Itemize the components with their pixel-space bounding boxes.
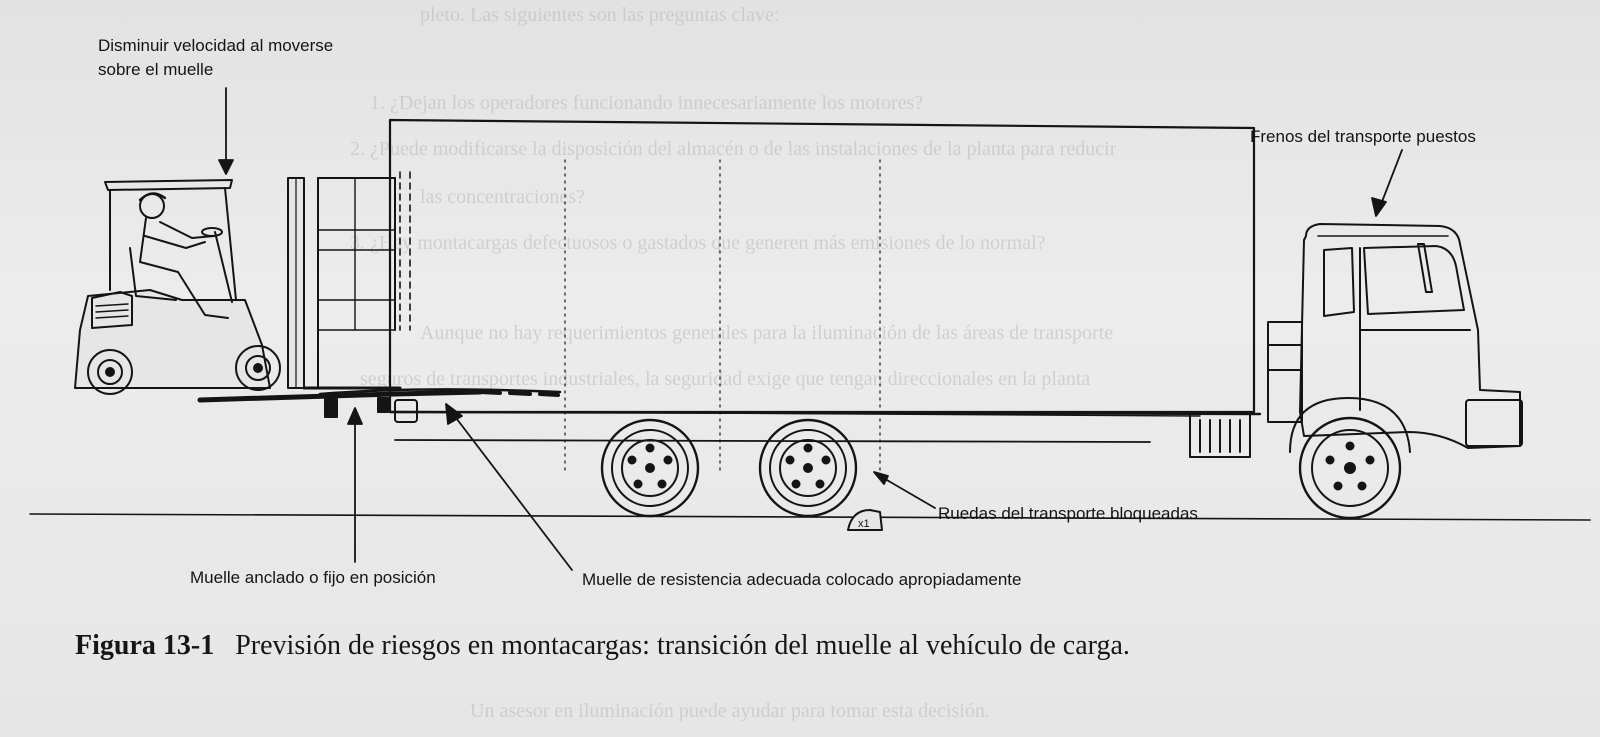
trailer-rear-wheel-1 [602, 420, 698, 516]
figure-number: Figura 13-1 [75, 630, 214, 661]
label-slow-down-text: Disminuir velocidad al moverse sobre el … [98, 36, 333, 79]
arrow-wheels [880, 476, 935, 508]
svg-text:x1: x1 [858, 518, 870, 530]
figure-caption-text: Previsión de riesgos en montacargas: tra… [235, 630, 1130, 661]
trailer-illustration: x1 [390, 120, 1260, 530]
label-anchored: Muelle anclado o fijo en posición [190, 566, 436, 590]
label-slow-down: Disminuir velocidad al moverse sobre el … [98, 34, 353, 82]
label-wheels: Ruedas del transporte bloqueadas [938, 502, 1198, 526]
trailer-rear-wheel-2 [760, 420, 856, 516]
forklift-illustration [75, 178, 400, 394]
label-brakes: Frenos del transporte puestos [1250, 125, 1476, 149]
figure-caption: Figura 13-1 Previsión de riesgos en mont… [75, 630, 1130, 662]
truck-cab-illustration [1268, 224, 1522, 518]
arrow-strength [450, 410, 572, 570]
callout-arrows [219, 88, 1402, 570]
label-strength: Muelle de resistencia adecuada colocado … [582, 568, 1021, 592]
